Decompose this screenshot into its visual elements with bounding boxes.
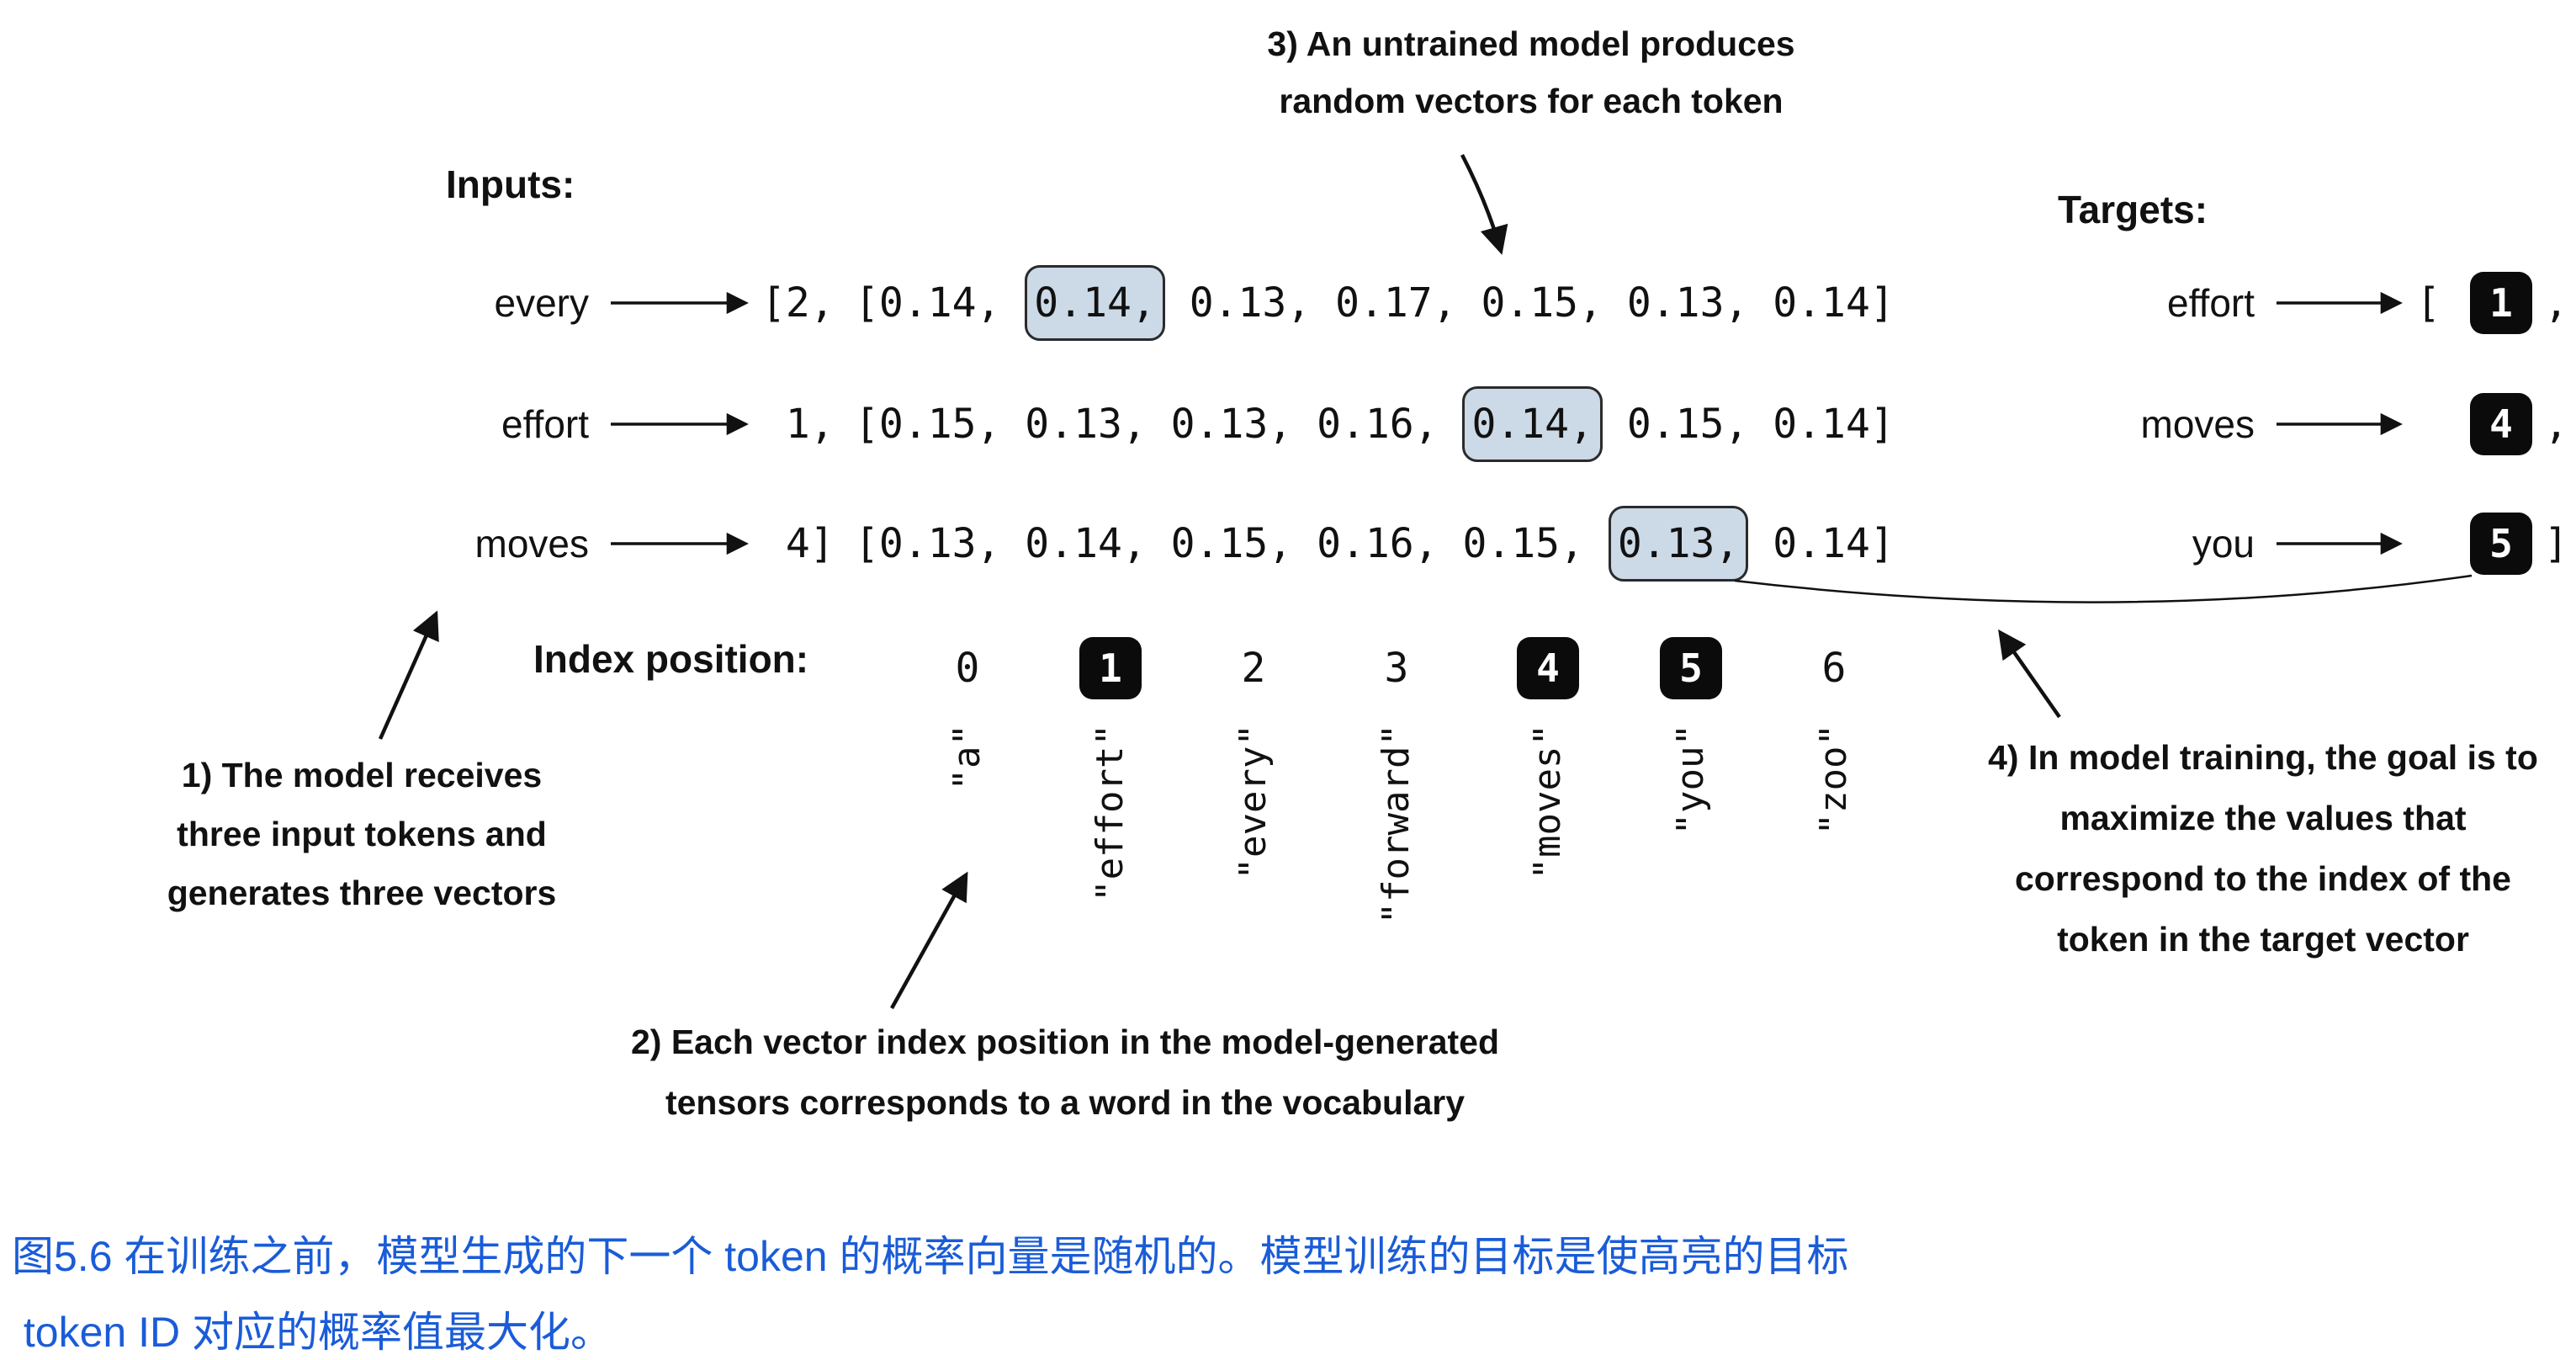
input-token-effort: effort [501,402,589,446]
input-id-effort: 1, [761,401,835,448]
target-badge-1: 1 [2470,272,2532,334]
index-badge-4: 4 [1517,637,1579,699]
index-badge-1: 1 [1079,637,1142,699]
caption-line-2: token ID 对应的概率值最大化。 [12,1309,612,1356]
vector-segment: [0.13, 0.14, 0.15, 0.16, 0.15, [855,520,1609,567]
index-cell-2: 2 [1241,645,1266,692]
index-position-label: Index position: [533,637,809,681]
note3-arrow [1460,153,1508,255]
target-token-effort: effort [2167,281,2255,325]
note2-line1: 2) Each vector index position in the mod… [630,1023,1500,1061]
vector-segment: [0.14, [855,279,1026,327]
vector-segment: [0.15, 0.13, 0.13, 0.16, [855,401,1463,448]
vector-segment: 0.14] [1748,520,1895,567]
input-id-every: [2, [761,279,835,327]
input-token-every: every [494,281,589,325]
caption-line-1: 图5.6 在训练之前，模型生成的下一个 token 的概率向量是随机的。模型训练… [12,1233,1849,1280]
note2-line2: tensors corresponds to a word in the voc… [665,1083,1466,1122]
vector-segment: 0.15, 0.14] [1602,401,1895,448]
note4-line4: token in the target vector [2057,920,2469,959]
note4-line2: maximize the values that [2059,799,2467,837]
target-bracket-close: ] [2544,520,2568,567]
vector-segment: 0.13, 0.17, 0.15, 0.13, 0.14] [1164,279,1895,327]
note-training-goal: 4) In model training, the goal is to max… [1969,727,2557,970]
highlighted-value: 0.14, [1462,386,1603,462]
target-token-moves: moves [2140,402,2255,446]
input-token-moves: moves [474,522,589,566]
target-bracket-open: [ [2416,279,2441,327]
note4-line3: correspond to the index of the [2015,859,2511,898]
vocab-word-forward: "forward" [1375,724,1418,925]
vocab-word-zoo: "zoo" [1812,724,1855,836]
index-badge-5: 5 [1660,637,1722,699]
note1-line1: 1) The model receives [181,756,543,794]
note-model-receives: 1) The model receives three input tokens… [59,746,665,922]
vocab-word-you: "you" [1669,724,1712,836]
note4-line1: 4) In model training, the goal is to [1988,738,2538,777]
index-cell-0: 0 [955,645,980,692]
targets-label: Targets: [2058,188,2208,231]
vocab-word-moves: "moves" [1526,724,1569,880]
input-vector-effort: [0.15, 0.13, 0.13, 0.16, 0.14, 0.15, 0.1… [855,386,1895,462]
highlight-to-target-curve [1734,574,2473,603]
note1-arrow [378,610,439,740]
input-vector-every: [0.14, 0.14, 0.13, 0.17, 0.15, 0.13, 0.1… [855,265,1895,341]
note3-line2: random vectors for each token [1279,82,1784,120]
note3-line1: 3) An untrained model produces [1267,24,1795,63]
note-untrained-model: 3) An untrained model produces random ve… [1161,15,1901,130]
note-vector-index: 2) Each vector index position in the mod… [602,1012,1528,1133]
vocab-word-a: "a" [946,724,989,791]
input-vector-moves: [0.13, 0.14, 0.15, 0.16, 0.15, 0.13, 0.1… [855,506,1895,582]
index-cell-3: 3 [1384,645,1409,692]
target-comma-1: , [2544,279,2568,327]
inputs-label: Inputs: [446,162,575,206]
note1-line2: three input tokens and [177,815,547,853]
vocab-word-every: "every" [1232,724,1275,880]
target-badge-4: 4 [2470,393,2532,455]
note1-line3: generates three vectors [167,874,557,912]
highlighted-value: 0.13, [1608,506,1749,582]
target-badge-5: 5 [2470,513,2532,575]
highlighted-value: 0.14, [1025,265,1165,341]
target-comma-4: , [2544,401,2568,448]
index-cell-6: 6 [1821,645,1847,692]
note4-arrow [1998,629,2061,719]
input-id-moves: 4] [761,520,835,567]
target-token-you: you [2192,522,2255,566]
vocab-word-effort: "effort" [1089,724,1132,902]
